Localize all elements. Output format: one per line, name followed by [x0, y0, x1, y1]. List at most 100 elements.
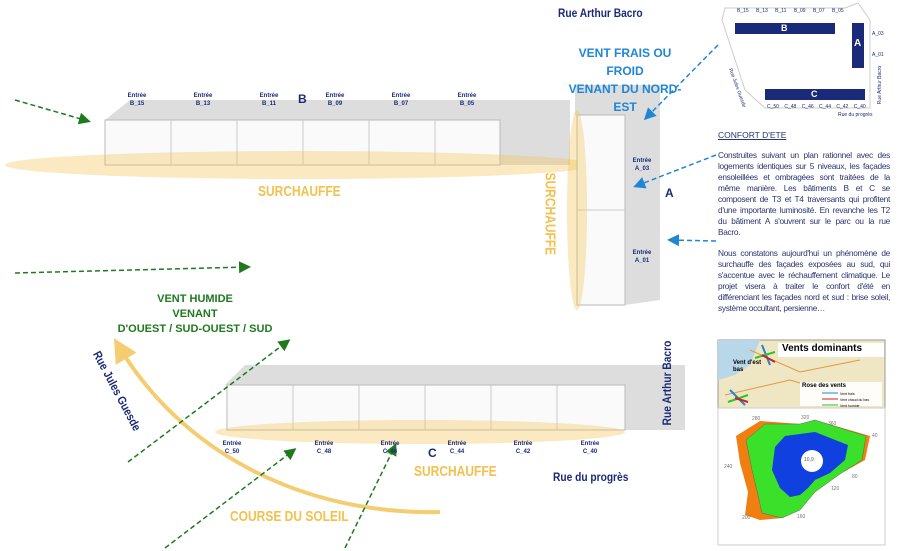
plan-a03: A_03	[872, 31, 884, 37]
entry-label: Entrée	[325, 93, 345, 99]
entry-label: Entrée	[391, 93, 411, 99]
cold-wind-line: VENANT DU NORD-EST	[568, 82, 682, 114]
map-city-label: Vent d'est bas	[733, 360, 762, 373]
overheat-zone-c	[215, 420, 625, 444]
wind-rose	[717, 407, 886, 546]
building-a	[567, 85, 660, 310]
rose-center: 10,9	[804, 457, 814, 463]
overheat-label-c: SURCHAUFFE	[414, 463, 497, 480]
humid-wind-line: D'OUEST / SUD-OUEST / SUD	[117, 323, 273, 335]
plan-street-bottom: Rue du progrès	[838, 112, 873, 118]
site-plan	[721, 2, 871, 109]
cold-wind-label: VENT FRAIS OU FROID VENANT DU NORD-EST	[560, 44, 690, 116]
entry-label: Entrée	[447, 441, 467, 447]
entry-label: Entrée	[222, 441, 242, 447]
rose-tick: 320	[801, 415, 810, 421]
entry-code: C_50	[224, 449, 240, 455]
rose-tick: 200	[742, 515, 751, 521]
overheat-label-a: SURCHAUFFE	[541, 172, 559, 256]
entry-code: A_03	[634, 166, 650, 172]
plan-c-entries: C_50 C_48 C_46 C_44 C_42 C_40	[767, 104, 866, 110]
plan-entry: B_09	[793, 8, 806, 14]
entry-label: Entrée	[513, 441, 533, 447]
entry-label: Entrée	[259, 93, 279, 99]
entry-label: Entrée	[127, 93, 147, 99]
building-b-label: B	[298, 92, 307, 106]
entry-label: Entrée	[380, 441, 400, 447]
plan-entry: B_11	[775, 8, 787, 14]
humid-wind-line: VENANT	[172, 308, 218, 320]
plan-street-right: Rue Arthur Bacro	[877, 65, 883, 105]
entry-code: B_05	[459, 101, 475, 107]
plan-c-label: C	[811, 89, 818, 99]
street-arthur-bacro-side: Rue Arthur Bacro	[660, 340, 674, 426]
plan-entry: C_44	[819, 104, 831, 110]
plan-entry: B_07	[812, 8, 825, 14]
building-c-label: C	[428, 446, 437, 460]
entry-code: B_15	[129, 101, 145, 107]
humid-wind-line: VENT HUMIDE	[157, 293, 233, 305]
humid-wind-arrows	[14, 99, 397, 549]
legend-item: Vent humide	[840, 404, 860, 408]
entry-label: Entrée	[193, 93, 213, 99]
entry-code: B_09	[327, 101, 343, 107]
rose-tick: 280	[752, 416, 761, 422]
legend-item: Vent chaud du bas	[840, 398, 869, 402]
overheat-label-b: SURCHAUFFE	[258, 183, 341, 200]
plan-entry: B_13	[756, 8, 768, 14]
plan-entry: C_42	[836, 104, 849, 110]
street-progres: Rue du progrès	[553, 470, 629, 484]
legend-item: Vent frais	[840, 392, 855, 396]
entry-code: C_44	[449, 449, 465, 455]
overheat-zone-b	[5, 151, 595, 179]
entry-code: B_13	[195, 101, 211, 107]
sun-path-arrow	[113, 338, 441, 515]
plan-entry: B_15	[737, 8, 749, 14]
comfort-paragraph-1: Construites suivant un plan rationnel av…	[718, 150, 890, 237]
entry-code: C_46	[382, 449, 398, 455]
rose-tick: 40	[872, 433, 878, 439]
plan-a01: A_01	[872, 52, 884, 58]
entry-label: Entrée	[632, 250, 652, 256]
entry-label: Entrée	[314, 441, 334, 447]
rose-tick: 80	[852, 474, 858, 480]
plan-b-entries: B_15 B_13 B_11 B_09 B_07 B_05	[737, 8, 844, 14]
rose-tick: 360	[828, 421, 837, 427]
map-legend-title: Rose des vents	[802, 383, 847, 389]
entry-code: C_48	[316, 449, 332, 455]
overheat-zone-a	[567, 110, 587, 310]
entry-code: C_42	[515, 449, 531, 455]
plan-entry: C_48	[784, 104, 797, 110]
entry-code: A_01	[634, 258, 650, 264]
wind-map	[717, 339, 886, 409]
sun-path-label: COURSE DU SOLEIL	[230, 508, 349, 525]
humid-wind-label: VENT HUMIDE VENANT D'OUEST / SUD-OUEST / S…	[110, 292, 280, 337]
plan-entry: C_46	[801, 104, 814, 110]
entry-label: Entrée	[457, 93, 477, 99]
building-b	[5, 100, 595, 179]
entry-code: B_07	[393, 101, 409, 107]
cold-wind-line: VENT FRAIS OU FROID	[578, 46, 672, 78]
building-c	[215, 365, 685, 444]
entry-label: Entrée	[580, 441, 600, 447]
entry-label: Entrée	[632, 158, 652, 164]
comfort-paragraph-2: Nous constatons aujourd'hui un phénomène…	[718, 248, 890, 313]
street-arthur-bacro: Rue Arthur Bacro	[558, 6, 643, 20]
rose-tick: 240	[724, 464, 733, 470]
rose-tick: 160	[797, 514, 806, 520]
entry-code: B_11	[261, 101, 276, 107]
